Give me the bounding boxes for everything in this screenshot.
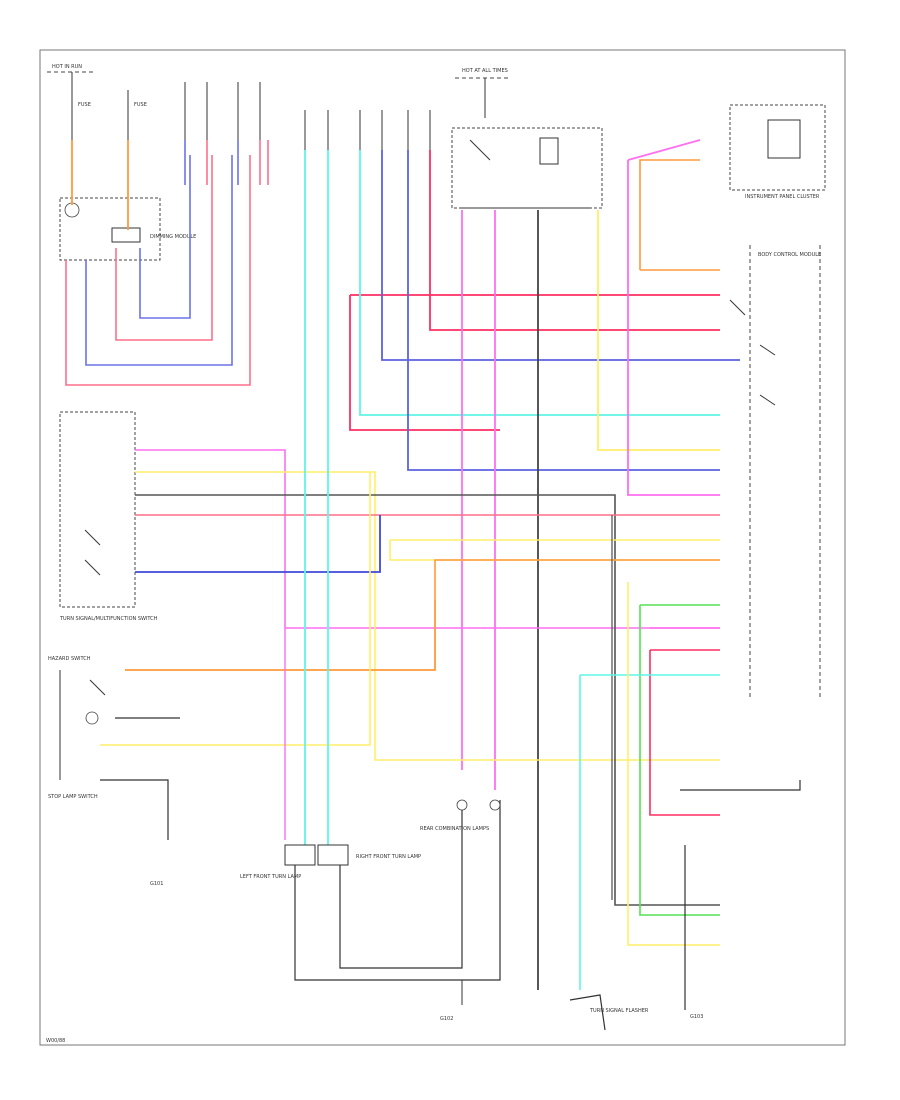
label-hazard-switch: HAZARD SWITCH [48, 656, 91, 662]
stop-lamp-switch: STOP LAMP SWITCH G101 [48, 779, 169, 887]
diagram-border [39, 49, 846, 1046]
label-turn-signal-switch: TURN SIGNAL/MULTIFUNCTION SWITCH [59, 616, 158, 622]
label-rear-lamps: REAR COMBINATION LAMPS [420, 826, 489, 832]
hazard-switch: HAZARD SWITCH [48, 656, 106, 780]
label-left-lamp: LEFT FRONT TURN LAMP [240, 874, 301, 880]
body-control-module: BODY CONTROL MODULE [729, 245, 821, 700]
label-fuse-a: FUSE [78, 102, 91, 108]
rear-combination-lamps: REAR COMBINATION LAMPS [420, 799, 501, 832]
instrument-panel-cluster: INSTRUMENT PANEL CLUSTER [729, 104, 826, 200]
right-front-turn-lamp: RIGHT FRONT TURN LAMP [317, 844, 421, 866]
label-hot-in-run: HOT IN RUN [52, 64, 82, 70]
label-stop-lamp-switch: STOP LAMP SWITCH [48, 794, 98, 800]
ground-right: G103 [680, 780, 801, 1020]
dimming-module: DIMMING MODULE [59, 197, 196, 261]
label-right-lamp: RIGHT FRONT TURN LAMP [356, 854, 421, 860]
label-ground-right: G103 [690, 1014, 703, 1020]
left-front-turn-lamp: LEFT FRONT TURN LAMP [240, 844, 316, 880]
ground-center: G102 [440, 980, 463, 1022]
footer-code: W00/88 [46, 1038, 65, 1044]
stop-lamp-relay: HOT AT ALL TIMES [451, 68, 603, 209]
turn-signal-flasher: TURN SIGNAL FLASHER [569, 994, 649, 1031]
turn-signal-switch: TURN SIGNAL/MULTIFUNCTION SWITCH [59, 411, 158, 622]
fuse-block-left: HOT IN RUN FUSE FUSE [47, 64, 261, 140]
label-ground-left: G101 [150, 881, 163, 887]
label-flasher: TURN SIGNAL FLASHER [589, 1008, 649, 1014]
label-fuse-b: FUSE [134, 102, 147, 108]
label-ipc: INSTRUMENT PANEL CLUSTER [745, 194, 820, 200]
label-dimming-module: DIMMING MODULE [150, 234, 196, 240]
label-bcm: BODY CONTROL MODULE [758, 252, 821, 258]
label-ground-center: G102 [440, 1016, 453, 1022]
connector-top-middle [304, 110, 431, 150]
label-hot-all: HOT AT ALL TIMES [462, 68, 508, 74]
